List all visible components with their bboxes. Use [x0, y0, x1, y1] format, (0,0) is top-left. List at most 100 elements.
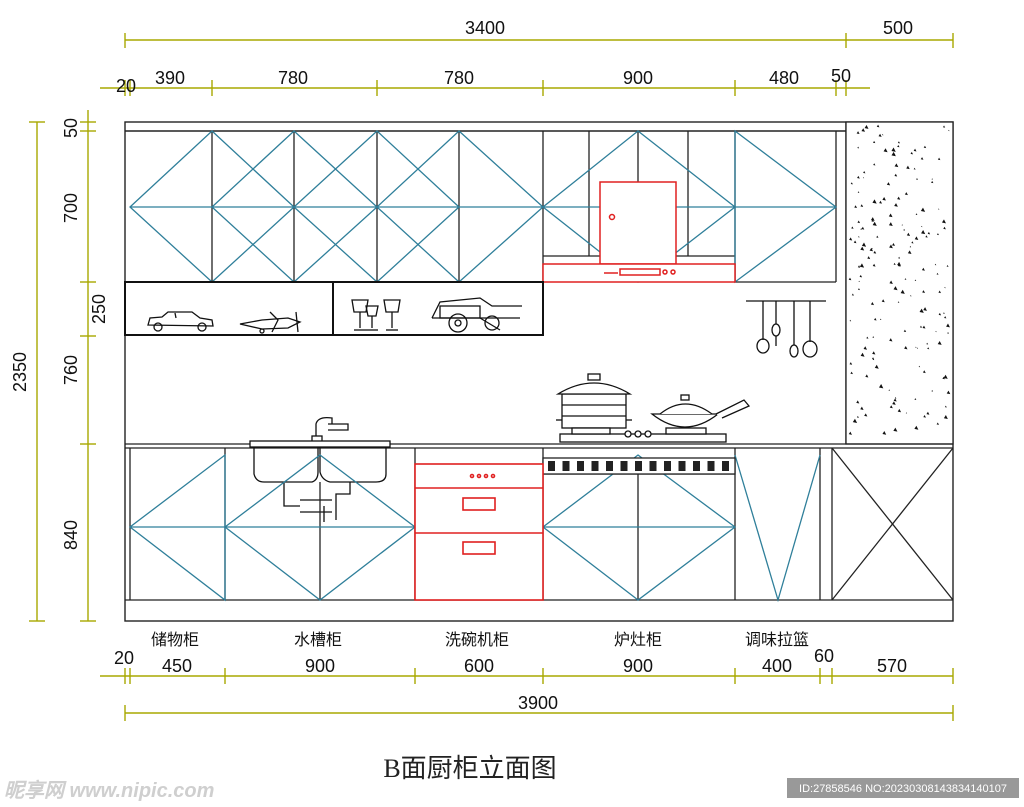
oven-knob	[678, 461, 686, 471]
bottom-dim-seg-label: 450	[162, 656, 192, 676]
oven-knob	[562, 461, 570, 471]
terrazzo-speckle	[874, 364, 879, 369]
terrazzo-speckle	[848, 431, 852, 435]
top-dim-seg-label: 50	[831, 66, 851, 86]
terrazzo-speckle	[860, 228, 862, 230]
terrazzo-speckle	[857, 146, 860, 149]
terrazzo-speckle	[903, 228, 906, 231]
left-dim-seg-label: 50	[61, 118, 81, 138]
terrazzo-speckle	[904, 345, 908, 350]
top-dim-overall-label: 3400	[465, 18, 505, 38]
terrazzo-speckle	[907, 250, 912, 254]
top-dim-right-label: 500	[883, 18, 913, 38]
terrazzo-speckle	[922, 370, 926, 374]
terrazzo-speckle	[943, 312, 945, 314]
oven-knob	[693, 461, 700, 471]
terrazzo-speckle	[937, 340, 942, 345]
dishwasher-unit	[414, 463, 544, 601]
terrazzo-speckle	[903, 329, 907, 333]
terrazzo-speckle	[870, 217, 875, 221]
terrazzo-speckle	[942, 125, 946, 128]
drawing-title: B面厨柜立面图	[383, 754, 556, 783]
terrazzo-speckle	[921, 225, 923, 228]
oven-knob	[664, 461, 671, 471]
top-dim-seg-label: 900	[623, 68, 653, 88]
terrazzo-speckle	[922, 290, 926, 294]
oven-knob	[548, 461, 555, 471]
terrazzo-speckle	[927, 347, 930, 350]
upper-door-diagonals	[129, 129, 838, 284]
terrazzo-speckle	[898, 256, 901, 259]
terrazzo-speckle	[915, 213, 918, 216]
terrazzo-speckle	[878, 384, 884, 389]
terrazzo-speckle	[849, 237, 853, 241]
range-hood	[542, 181, 736, 283]
terrazzo-speckle	[934, 263, 937, 266]
terrazzo-speckle	[871, 357, 875, 360]
cabinet-label-dishwasher: 洗碗机柜	[445, 630, 509, 649]
terrazzo-speckle	[872, 199, 877, 204]
terrazzo-speckle	[897, 261, 902, 266]
terrazzo-speckle	[920, 207, 926, 212]
terrazzo-speckle	[894, 163, 899, 168]
terrazzo-speckle	[897, 144, 900, 148]
terrazzo-speckle	[946, 323, 950, 328]
terrazzo-speckle	[870, 302, 875, 306]
terrazzo-speckle	[872, 263, 876, 267]
terrazzo-speckle	[873, 163, 876, 166]
terrazzo-speckle	[851, 293, 854, 296]
terrazzo-speckle	[897, 141, 900, 144]
oven-knob	[722, 461, 729, 471]
terrazzo-speckle	[914, 425, 919, 430]
watermark-logo: 昵享网 www.nipic.com	[4, 779, 214, 802]
terrazzo-speckle	[850, 182, 853, 185]
terrazzo-speckle	[869, 247, 873, 252]
terrazzo-speckle	[943, 415, 948, 420]
terrazzo-speckle	[897, 196, 901, 200]
terrazzo-speckle	[883, 148, 888, 153]
terrazzo-speckle	[874, 317, 877, 321]
terrazzo-speckle	[916, 178, 918, 180]
terrazzo-speckle	[850, 371, 853, 375]
terrazzo-speckle	[914, 398, 917, 401]
left-dim-seg-label: 250	[89, 294, 109, 324]
terrazzo-speckle	[935, 330, 937, 333]
corner-cabinet-x	[831, 447, 954, 601]
terrazzo-speckle	[904, 192, 908, 196]
terrazzo-speckle	[920, 157, 924, 160]
bottom-dim-seg-label: 900	[305, 656, 335, 676]
terrazzo-speckle	[938, 208, 940, 210]
top-dim-seg-label: 780	[444, 68, 474, 88]
terrazzo-speckle	[922, 325, 926, 329]
terrazzo-speckle	[921, 229, 926, 235]
terrazzo-speckle	[861, 128, 866, 132]
terrazzo-speckle	[888, 213, 893, 218]
terrazzo-speckle	[897, 408, 902, 413]
top-dim-seg-label: 780	[278, 68, 308, 88]
oven-knob	[649, 461, 657, 471]
terrazzo-speckle	[923, 414, 926, 418]
cannon-cart-figure	[431, 297, 522, 333]
toy-airplane-figure	[239, 311, 302, 334]
cabinet-label-sink: 水槽柜	[294, 630, 342, 649]
top-dim-seg-label: 390	[155, 68, 185, 88]
terrazzo-speckle	[914, 279, 917, 282]
terrazzo-speckle	[881, 299, 885, 303]
terrazzo-speckle	[857, 265, 861, 268]
terrazzo-speckle	[926, 411, 930, 415]
terrazzo-speckle	[866, 336, 869, 339]
terrazzo-speckle	[886, 182, 891, 186]
terrazzo-speckle	[927, 231, 931, 235]
terrazzo-speckle	[901, 224, 903, 226]
bottom-dim-seg-label: 600	[464, 656, 494, 676]
terrazzo-speckle	[864, 413, 868, 417]
terrazzo-speckle	[861, 242, 867, 247]
terrazzo-speckle	[936, 272, 939, 275]
terrazzo-speckle	[864, 124, 869, 129]
left-dim-seg-label: 700	[61, 193, 81, 223]
terrazzo-speckle	[889, 280, 893, 284]
oven-knob	[635, 461, 642, 471]
terrazzo-speckle	[867, 256, 871, 260]
terrazzo-speckle	[848, 277, 852, 281]
terrazzo-speckle	[888, 222, 893, 226]
